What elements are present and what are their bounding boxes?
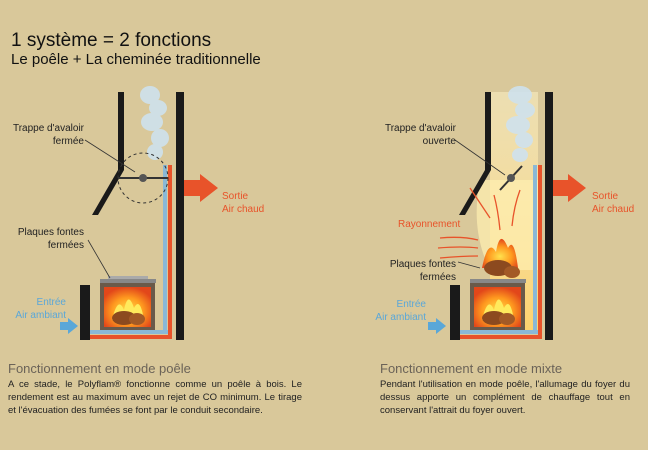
left-wall-lower [80, 285, 90, 340]
page-title: 1 système = 2 fonctions [11, 30, 212, 51]
left-diagram [60, 86, 218, 340]
smoke-right [506, 86, 535, 162]
left-hood [92, 170, 124, 215]
paragraph-left: A ce stade, le Polyflam® fonctionne comm… [8, 379, 302, 416]
left-wall-upper [118, 92, 124, 170]
page-subtitle: Le poêle + La cheminée traditionnelle [11, 51, 261, 68]
label-sortie-left: Sortie Air chaud [222, 191, 265, 215]
label-plaques-left: Plaques fontes fermées [17, 227, 84, 251]
label-plaques-right: Plaques fontes fermées [389, 259, 456, 283]
section-title-right: Fonctionnement en mode mixte [380, 361, 563, 376]
section-title-left: Fonctionnement en mode poêle [8, 361, 191, 376]
label-trappe-ouverte: Trappe d'avaloir ouverte [384, 123, 456, 147]
hot-air-arrow-left [184, 174, 218, 202]
hot-air-arrow-right [553, 174, 586, 202]
smoke-left [140, 86, 169, 160]
label-trappe-fermee: Trappe d'avaloir fermée [12, 123, 84, 147]
label-rayonnement: Rayonnement [398, 219, 461, 230]
right-diagram [428, 86, 586, 340]
label-entree-left: Entrée Air ambiant [15, 297, 66, 321]
radiation-arrows [437, 187, 521, 259]
label-entree-right: Entrée Air ambiant [375, 299, 426, 323]
right-wall [176, 92, 184, 340]
ambient-air-arrow-left [60, 318, 78, 334]
ambient-air-arrow-right [428, 318, 446, 334]
paragraph-right: Pendant l'utilisation en mode poêle, l'a… [380, 379, 630, 416]
label-sortie-right: Sortie Air chaud [592, 191, 635, 215]
